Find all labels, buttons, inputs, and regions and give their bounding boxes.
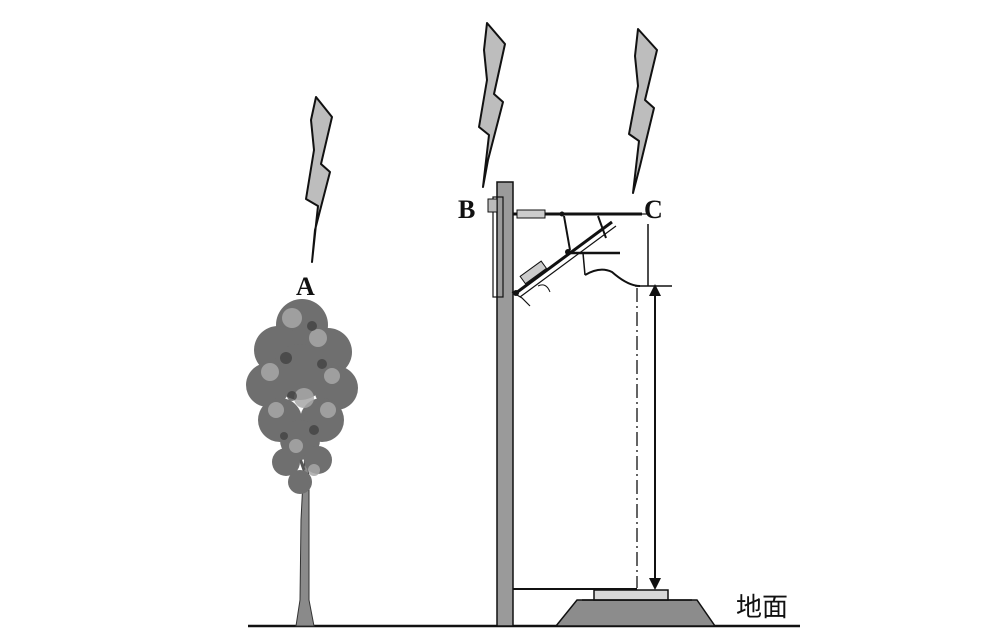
- lightning-bolt-b-icon: [478, 22, 506, 188]
- track-bed: [554, 589, 717, 627]
- label-b: B: [458, 195, 475, 224]
- label-c: C: [644, 195, 663, 224]
- tree-icon: [246, 299, 358, 627]
- label-a: A: [296, 272, 315, 301]
- lightning-bolt-c-icon: [628, 28, 658, 194]
- height-dimension: [635, 284, 672, 590]
- label-ground: 地面: [736, 593, 788, 623]
- catenary-pole-icon: [487, 181, 650, 627]
- pole: [496, 181, 514, 627]
- lightning-bolt-a-icon: [305, 96, 333, 263]
